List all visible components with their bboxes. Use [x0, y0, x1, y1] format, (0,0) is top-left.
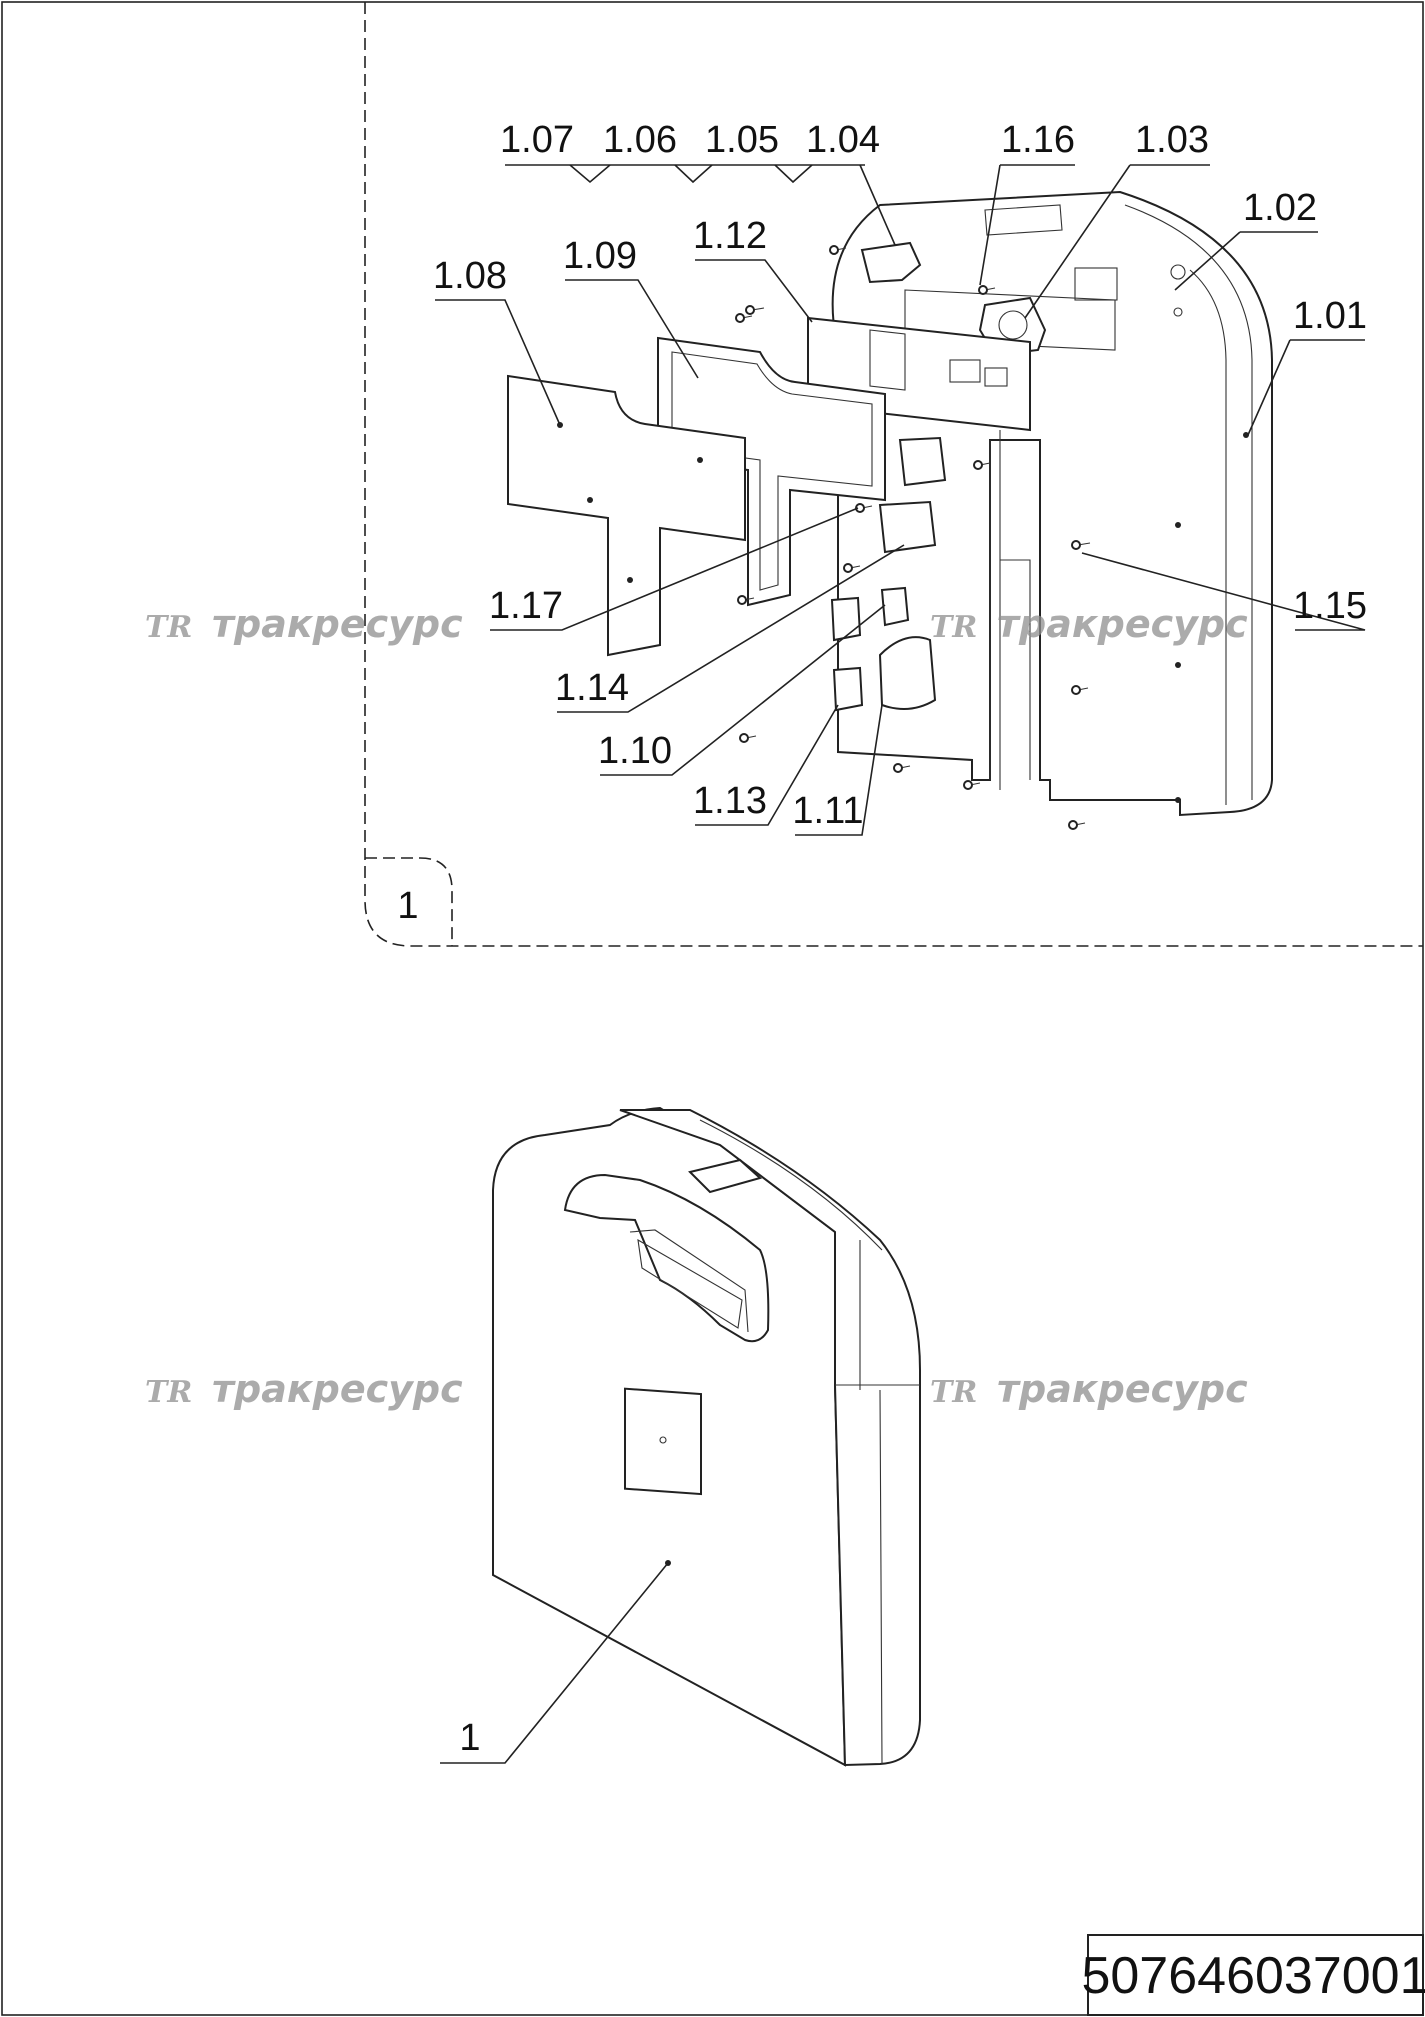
leader-lines — [435, 164, 1366, 836]
view-label-frame — [365, 857, 453, 946]
callout-label: 1.16 — [1001, 119, 1075, 161]
svg-text:тракресурс: тракресурс — [997, 602, 1248, 646]
callout-label: 1.05 — [705, 119, 779, 161]
exploded-view: 1.07 1.06 1.05 1.04 1.16 1.03 1.02 1.01 … — [433, 119, 1367, 836]
drawing-number-box: 507646037001 — [1081, 1934, 1425, 2016]
callout-label: 1.01 — [1293, 295, 1367, 337]
svg-text:TR: TR — [145, 1375, 192, 1410]
callout-label: 1.09 — [563, 235, 637, 277]
watermark: TR тракресурс — [930, 602, 1248, 646]
callout-label: 1.12 — [693, 215, 767, 257]
callout-label: 1.14 — [555, 667, 629, 709]
callout-label: 1.03 — [1135, 119, 1209, 161]
detail-view-boundary — [364, 2, 1423, 947]
svg-text:TR: TR — [930, 610, 977, 645]
callout-label: 1.08 — [433, 255, 507, 297]
callout-label: 1.11 — [792, 790, 863, 832]
assembled-battery-case — [492, 1106, 921, 1767]
label-plate — [624, 1387, 702, 1496]
svg-text:TR: TR — [930, 1375, 977, 1410]
view-label: 1 — [397, 885, 418, 927]
watermark: TR тракресурс — [930, 1367, 1248, 1411]
callout-label: 1.04 — [806, 119, 880, 161]
gasket-part — [657, 336, 886, 607]
callout-label: 1.17 — [489, 585, 563, 627]
relay-part — [830, 436, 947, 712]
svg-text:TR: TR — [145, 610, 192, 645]
callout-labels: 1.07 1.06 1.05 1.04 1.16 1.03 1.02 1.01 … — [433, 119, 1367, 832]
watermark: TR тракресурс — [145, 602, 463, 646]
svg-text:тракресурс: тракресурс — [212, 602, 463, 646]
screw-set — [735, 245, 1091, 830]
handle-socket-part — [860, 241, 922, 284]
callout-label: 1.13 — [693, 780, 767, 822]
assembly-callout-label: 1 — [459, 1717, 480, 1759]
callout-label: 1.06 — [603, 119, 677, 161]
svg-text:тракресурс: тракресурс — [212, 1367, 463, 1411]
svg-text:тракресурс: тракресурс — [997, 1367, 1248, 1411]
callout-label: 1.10 — [598, 730, 672, 772]
callout-label: 1.02 — [1243, 187, 1317, 229]
callout-label: 1.07 — [500, 119, 574, 161]
callout-label: 1.15 — [1293, 585, 1367, 627]
assembly-leader — [440, 1562, 669, 1764]
watermark-group: TR тракресурс TR тракресурс TR тракресур… — [145, 602, 1248, 1411]
drawing-number: 507646037001 — [1081, 1947, 1425, 2005]
watermark: TR тракресурс — [145, 1367, 463, 1411]
